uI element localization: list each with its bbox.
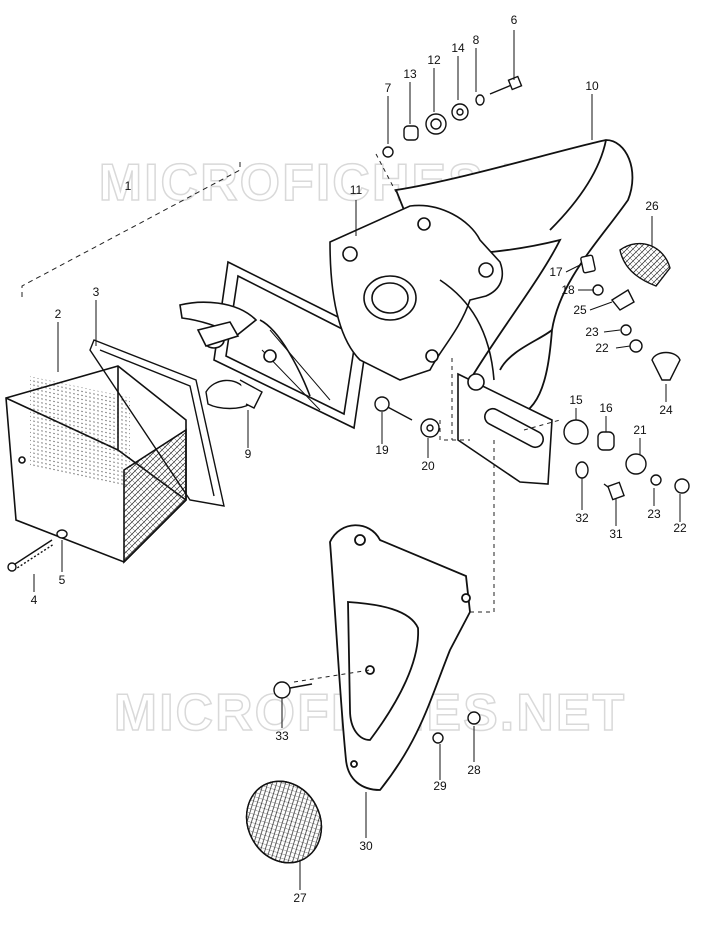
- bulb-9: [205, 379, 263, 410]
- callout-29: 29: [433, 779, 447, 793]
- callout-24: 24: [659, 403, 673, 417]
- small-parts: [245, 75, 690, 864]
- slot-plate: [457, 372, 553, 485]
- rear-fender-10: [394, 139, 634, 421]
- washer-5: [56, 529, 68, 539]
- callout-21: 21: [633, 423, 647, 437]
- callout-18: 18: [561, 283, 575, 297]
- callout-23b: 23: [647, 507, 661, 521]
- callout-22b: 22: [673, 521, 687, 535]
- bracket-11: [329, 204, 504, 381]
- bolt-17: [580, 254, 596, 274]
- license-bracket-30: [329, 524, 471, 791]
- light-base-plate: [179, 260, 369, 430]
- callout-11: 11: [350, 183, 363, 197]
- callout-10: 10: [585, 79, 599, 93]
- tail-light-housing: [5, 365, 187, 564]
- callout-12: 12: [427, 53, 441, 67]
- washer-21: [625, 453, 647, 475]
- callout-30: 30: [359, 839, 373, 853]
- cap-24: [651, 351, 681, 381]
- callout-19: 19: [375, 443, 389, 457]
- washer-32: [575, 461, 589, 479]
- nut-23a: [620, 324, 632, 336]
- callout-2: 2: [55, 307, 62, 321]
- leader-lines: [33, 30, 681, 890]
- washer-7: [382, 146, 394, 158]
- washer-8: [475, 94, 485, 106]
- nut-22b: [674, 478, 690, 494]
- callout-17: 17: [549, 265, 563, 279]
- callout-33: 33: [275, 729, 289, 743]
- callout-8: 8: [473, 33, 480, 47]
- callout-28: 28: [467, 763, 481, 777]
- callout-16: 16: [599, 401, 613, 415]
- callout-5: 5: [59, 573, 66, 587]
- pin-33: [273, 681, 291, 699]
- lens-gasket: [89, 339, 225, 507]
- grommet-15: [563, 419, 589, 445]
- callout-20: 20: [421, 459, 435, 473]
- washer-29: [432, 732, 444, 744]
- alignment-lines: [293, 153, 561, 683]
- callout-25: 25: [573, 303, 587, 317]
- assembly-bracket-1: [21, 160, 241, 297]
- callout-4: 4: [31, 593, 38, 607]
- collar-16: [597, 431, 615, 451]
- screw-4: [7, 539, 55, 572]
- reflector-27: [245, 780, 323, 864]
- callout-6: 6: [511, 13, 518, 27]
- callout-23a: 23: [585, 325, 599, 339]
- collar-13: [403, 125, 419, 141]
- callout-9: 9: [245, 447, 252, 461]
- nut-28: [467, 711, 481, 725]
- callout-22a: 22: [595, 341, 609, 355]
- callout-3: 3: [93, 285, 100, 299]
- callout-14: 14: [451, 41, 465, 55]
- clip-25: [610, 288, 635, 311]
- callout-31: 31: [609, 527, 623, 541]
- washer-18: [592, 284, 604, 296]
- callout-7: 7: [385, 81, 392, 95]
- callout-15: 15: [569, 393, 583, 407]
- callout-26: 26: [645, 199, 659, 213]
- callout-32: 32: [575, 511, 589, 525]
- bolt-6-head: [507, 75, 523, 91]
- reflector-26: [619, 242, 671, 287]
- nut-22a: [629, 339, 643, 353]
- callout-1: 1: [125, 179, 132, 193]
- nut-23b: [650, 474, 662, 486]
- callout-27: 27: [293, 891, 307, 905]
- callout-13: 13: [403, 67, 417, 81]
